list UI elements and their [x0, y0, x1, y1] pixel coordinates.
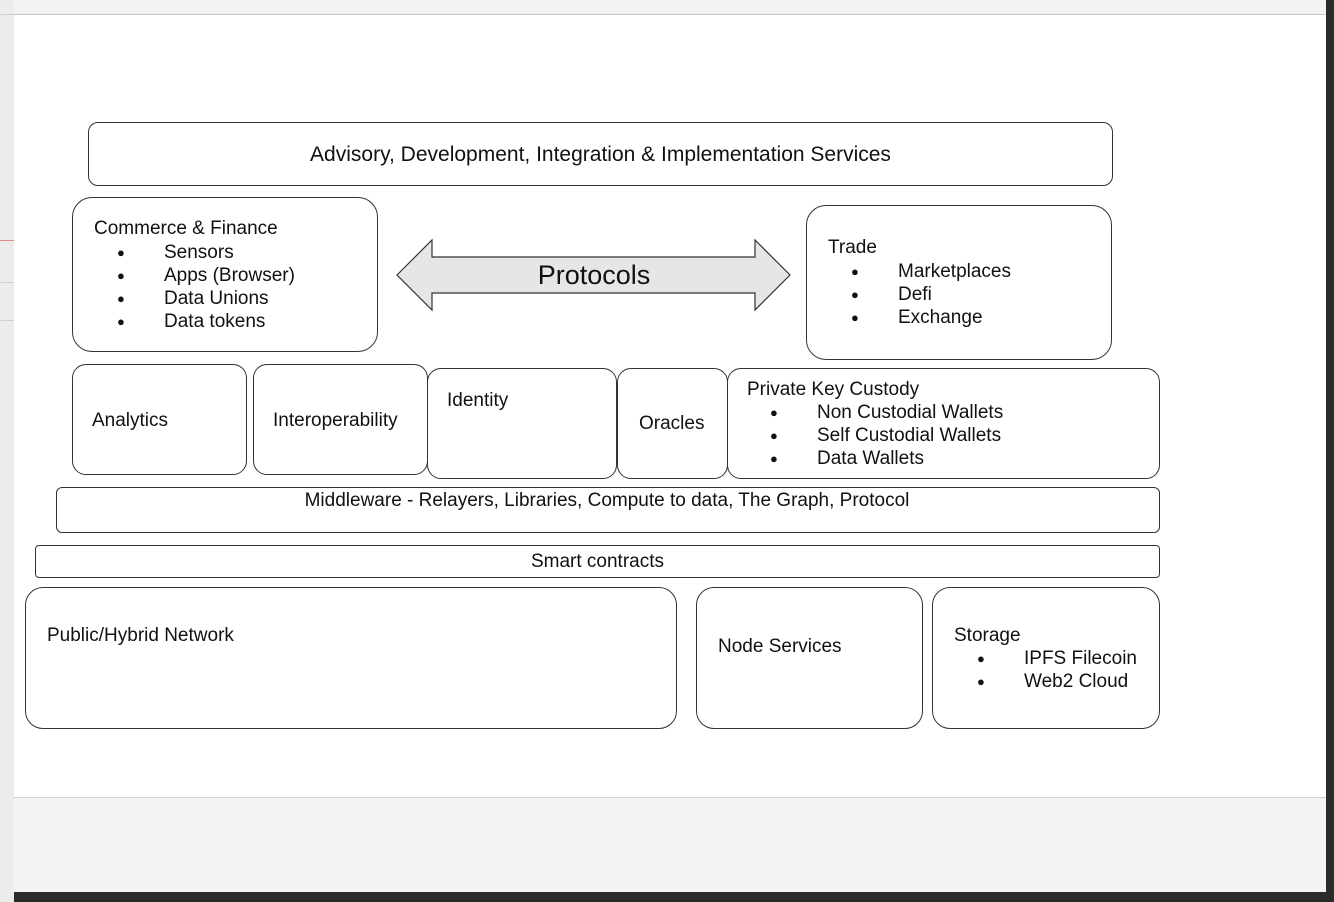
smart-contracts-label: Smart contracts [530, 551, 665, 572]
edge-accent-line [0, 240, 14, 241]
commerce-finance-box: Commerce & Finance Sensors Apps (Browser… [72, 197, 378, 352]
list-item: Defi [828, 283, 1011, 306]
node-services-label: Node Services [718, 636, 842, 657]
trade-list: Marketplaces Defi Exchange [828, 260, 1011, 329]
interoperability-label: Interoperability [273, 410, 398, 431]
identity-box: Identity [427, 368, 617, 479]
oracles-box: Oracles [617, 368, 728, 479]
list-item: Data tokens [94, 310, 295, 333]
storage-list: IPFS Filecoin Web2 Cloud [954, 647, 1137, 693]
protocols-label: Protocols [537, 260, 651, 290]
list-item: Self Custodial Wallets [747, 424, 1003, 447]
smart-contracts-box: Smart contracts [35, 545, 1160, 578]
commerce-finance-list: Sensors Apps (Browser) Data Unions Data … [94, 241, 295, 333]
list-item: Sensors [94, 241, 295, 264]
edge-divider [0, 282, 14, 283]
middleware-label: Middleware - Relayers, Libraries, Comput… [304, 490, 910, 511]
list-item: IPFS Filecoin [954, 647, 1137, 670]
interoperability-box: Interoperability [253, 364, 428, 475]
protocols-double-arrow [396, 238, 791, 312]
identity-label: Identity [447, 390, 509, 411]
list-item: Apps (Browser) [94, 264, 295, 287]
storage-title: Storage [954, 625, 1021, 646]
trade-box: Trade Marketplaces Defi Exchange [806, 205, 1112, 360]
analytics-box: Analytics [72, 364, 247, 475]
edge-divider [0, 14, 14, 15]
left-edge-strip [0, 0, 14, 902]
node-services-box: Node Services [696, 587, 923, 729]
middleware-box: Middleware - Relayers, Libraries, Comput… [56, 487, 1160, 533]
public-hybrid-network-label: Public/Hybrid Network [47, 625, 234, 646]
list-item: Web2 Cloud [954, 670, 1137, 693]
below-slide-area [14, 797, 1326, 892]
oracles-label: Oracles [639, 413, 705, 434]
diagram-canvas: Advisory, Development, Integration & Imp… [14, 15, 1326, 797]
storage-box: Storage IPFS Filecoin Web2 Cloud [932, 587, 1160, 729]
private-key-custody-list: Non Custodial Wallets Self Custodial Wal… [747, 401, 1003, 470]
list-item: Exchange [828, 306, 1011, 329]
private-key-custody-box: Private Key Custody Non Custodial Wallet… [727, 368, 1160, 479]
private-key-custody-title: Private Key Custody [747, 379, 920, 400]
list-item: Data Wallets [747, 447, 1003, 470]
top-toolbar-strip [14, 0, 1326, 15]
advisory-label: Advisory, Development, Integration & Imp… [310, 143, 891, 166]
analytics-label: Analytics [92, 410, 169, 431]
public-hybrid-network-box: Public/Hybrid Network [25, 587, 677, 729]
list-item: Non Custodial Wallets [747, 401, 1003, 424]
list-item: Marketplaces [828, 260, 1011, 283]
trade-title: Trade [828, 237, 877, 258]
advisory-box: Advisory, Development, Integration & Imp… [88, 122, 1113, 186]
list-item: Data Unions [94, 287, 295, 310]
double-arrow-shape [396, 238, 791, 312]
edge-divider [0, 320, 14, 321]
commerce-finance-title: Commerce & Finance [94, 218, 278, 239]
